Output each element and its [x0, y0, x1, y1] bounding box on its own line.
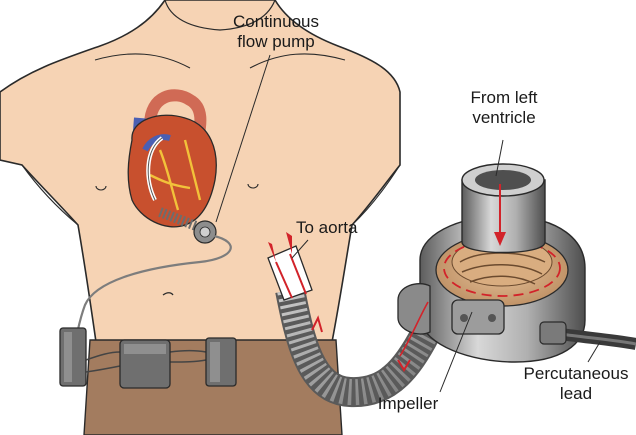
controller-left: [60, 328, 86, 386]
label-impeller: Impeller: [368, 394, 448, 414]
label-from-left-ventricle: From left ventricle: [452, 88, 556, 128]
label-continuous-flow-pump: Continuous flow pump: [220, 12, 332, 52]
lead-callout: [588, 342, 600, 362]
heart-body: [128, 115, 216, 227]
label-to-aorta: To aorta: [296, 218, 386, 238]
front-bracket: [452, 300, 504, 334]
label-percutaneous-lead: Percutaneous lead: [520, 364, 632, 404]
